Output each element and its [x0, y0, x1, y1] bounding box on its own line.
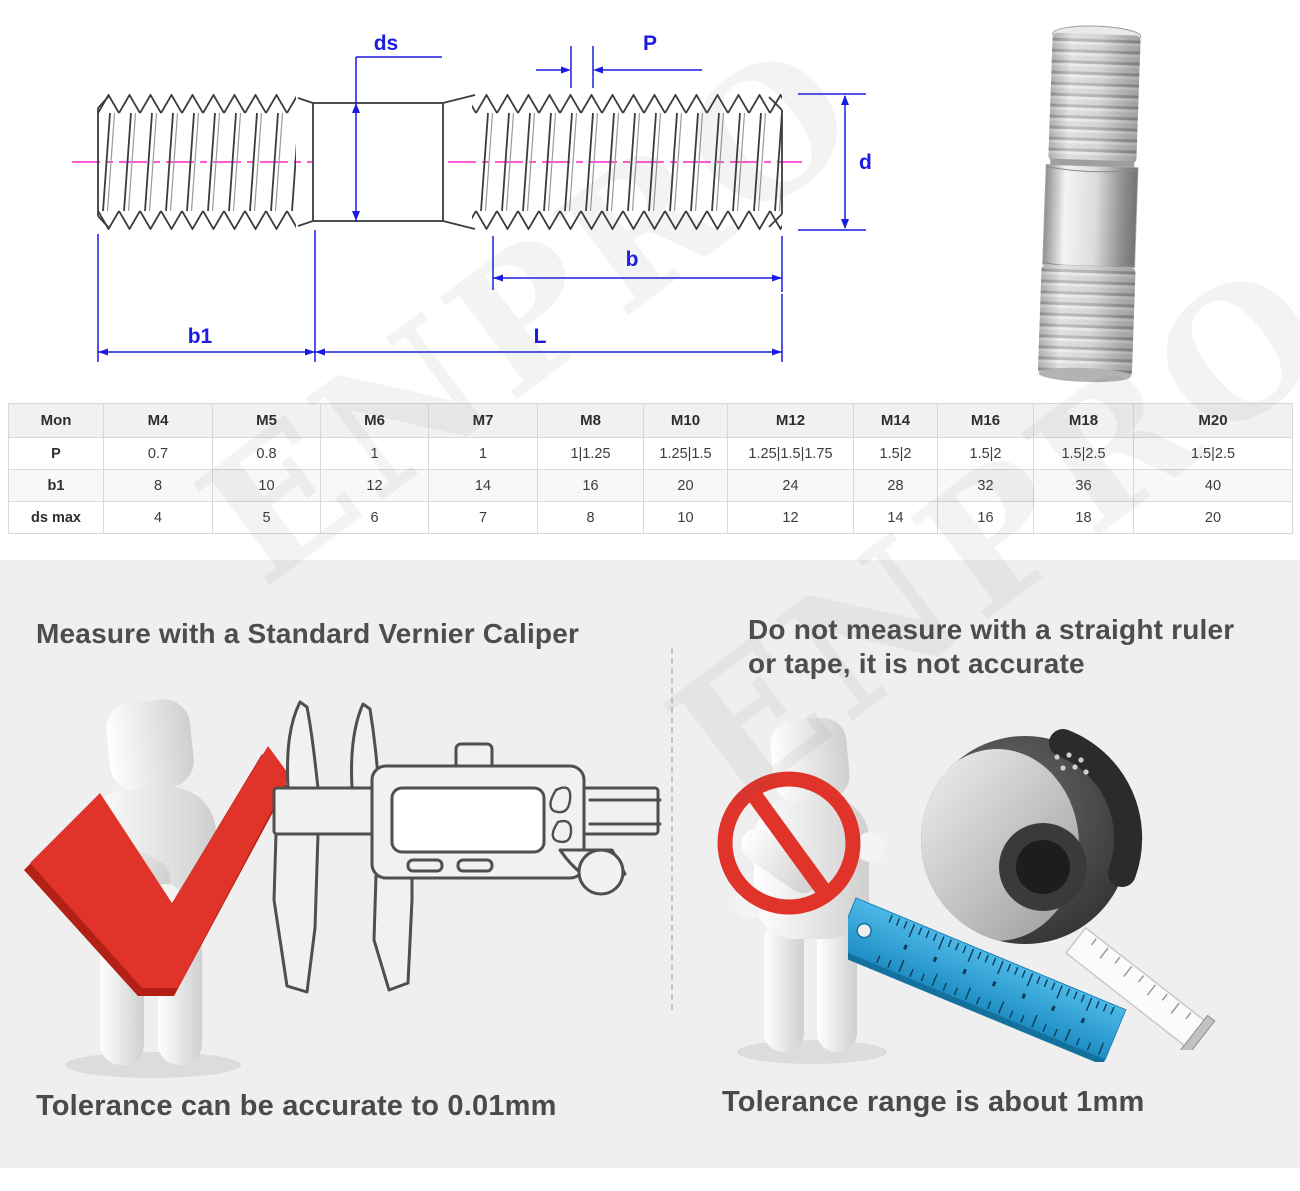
- table-cell: 16: [937, 501, 1034, 534]
- table-header-cell: M18: [1033, 403, 1134, 438]
- table-header-cell: M16: [937, 403, 1034, 438]
- table-cell: 10: [212, 469, 321, 502]
- right-thread-section: [472, 94, 782, 230]
- table-header-cell: M5: [212, 403, 321, 438]
- table-cell: 24: [727, 469, 854, 502]
- ruler-illustration: [848, 897, 1127, 1062]
- table-cell: b1: [8, 469, 104, 502]
- table-cell: 0.8: [212, 437, 321, 470]
- left-caption: Tolerance can be accurate to 0.01mm: [36, 1090, 557, 1122]
- dim-ds: [355, 56, 442, 222]
- dim-b: [492, 236, 783, 292]
- table-cell: 18: [1033, 501, 1134, 534]
- no-entry-icon: [717, 771, 861, 915]
- table-header-cell: M10: [643, 403, 728, 438]
- table-cell: 10: [643, 501, 728, 534]
- dim-label-p: P: [643, 32, 657, 55]
- table-cell: 1.5|2: [853, 437, 938, 470]
- table-cell: 8: [537, 501, 644, 534]
- table-cell: ds max: [8, 501, 104, 534]
- table-header-cell: M8: [537, 403, 644, 438]
- tape-measure-illustration: [921, 729, 1216, 1050]
- table-cell: 20: [1133, 501, 1293, 534]
- dim-d: [798, 93, 866, 231]
- table-cell: 6: [320, 501, 429, 534]
- table-cell: 12: [320, 469, 429, 502]
- table-cell: 14: [853, 501, 938, 534]
- table-header-cell: M12: [727, 403, 854, 438]
- table-cell: 1.5|2.5: [1033, 437, 1134, 470]
- table-row: P 0.7 0.8 1 1 1|1.25 1.25|1.5 1.25|1.5|1…: [8, 437, 1293, 470]
- section-divider: [671, 648, 673, 1010]
- smooth-shank: [312, 102, 444, 222]
- table-cell: 1.25|1.5|1.75: [727, 437, 854, 470]
- dim-label-ds: ds: [374, 32, 399, 55]
- measurement-instructions-panel: Measure with a Standard Vernier Caliper …: [0, 560, 1300, 1168]
- dim-label-d: d: [859, 151, 872, 174]
- table-cell: 1: [320, 437, 429, 470]
- spec-table-wrap: Mon M4 M5 M6 M7 M8 M10 M12 M14 M16 M18 M…: [8, 403, 1293, 534]
- table-cell: P: [8, 437, 104, 470]
- right-heading-line1: Do not measure with a straight ruler: [748, 614, 1235, 645]
- left-heading: Measure with a Standard Vernier Caliper: [36, 618, 580, 649]
- table-cell: 0.7: [103, 437, 213, 470]
- spec-table: Mon M4 M5 M6 M7 M8 M10 M12 M14 M16 M18 M…: [8, 403, 1293, 534]
- table-cell: 4: [103, 501, 213, 534]
- table-cell: 12: [727, 501, 854, 534]
- dim-label-l: L: [534, 325, 547, 348]
- table-header-cell: M20: [1133, 403, 1293, 438]
- table-cell: 1: [428, 437, 538, 470]
- table-cell: 1.25|1.5: [643, 437, 728, 470]
- table-row: ds max 4 5 6 7 8 10 12 14 16 18 20: [8, 501, 1293, 534]
- table-cell: 1.5|2: [937, 437, 1034, 470]
- left-thread-section: [98, 94, 296, 230]
- dim-b1-l: [97, 230, 783, 362]
- table-row: b1 8 10 12 14 16 20 24 28 32 36 40: [8, 469, 1293, 502]
- dim-label-b: b: [626, 248, 639, 271]
- checkmark-icon: [24, 746, 290, 996]
- stud-technical-drawing: ds P d b b1 L: [72, 32, 872, 362]
- vernier-caliper-illustration: [272, 700, 662, 994]
- table-header-cell: Mon: [8, 403, 104, 438]
- table-header-cell: M4: [103, 403, 213, 438]
- table-cell: 1.5|2.5: [1133, 437, 1293, 470]
- stud-bolt-photo: [1037, 25, 1142, 383]
- table-cell: 36: [1033, 469, 1134, 502]
- right-heading-line2: or tape, it is not accurate: [748, 648, 1085, 679]
- table-cell: 8: [103, 469, 213, 502]
- table-cell: 28: [853, 469, 938, 502]
- table-cell: 16: [537, 469, 644, 502]
- table-cell: 1|1.25: [537, 437, 644, 470]
- table-cell: 7: [428, 501, 538, 534]
- table-header-row: Mon M4 M5 M6 M7 M8 M10 M12 M14 M16 M18 M…: [8, 403, 1293, 438]
- dim-p: [536, 46, 702, 88]
- table-cell: 20: [643, 469, 728, 502]
- right-caption: Tolerance range is about 1mm: [722, 1086, 1145, 1118]
- table-header-cell: M6: [320, 403, 429, 438]
- dim-label-b1: b1: [188, 325, 213, 348]
- table-cell: 40: [1133, 469, 1293, 502]
- table-cell: 14: [428, 469, 538, 502]
- table-cell: 5: [212, 501, 321, 534]
- table-header-cell: M14: [853, 403, 938, 438]
- table-cell: 32: [937, 469, 1034, 502]
- table-header-cell: M7: [428, 403, 538, 438]
